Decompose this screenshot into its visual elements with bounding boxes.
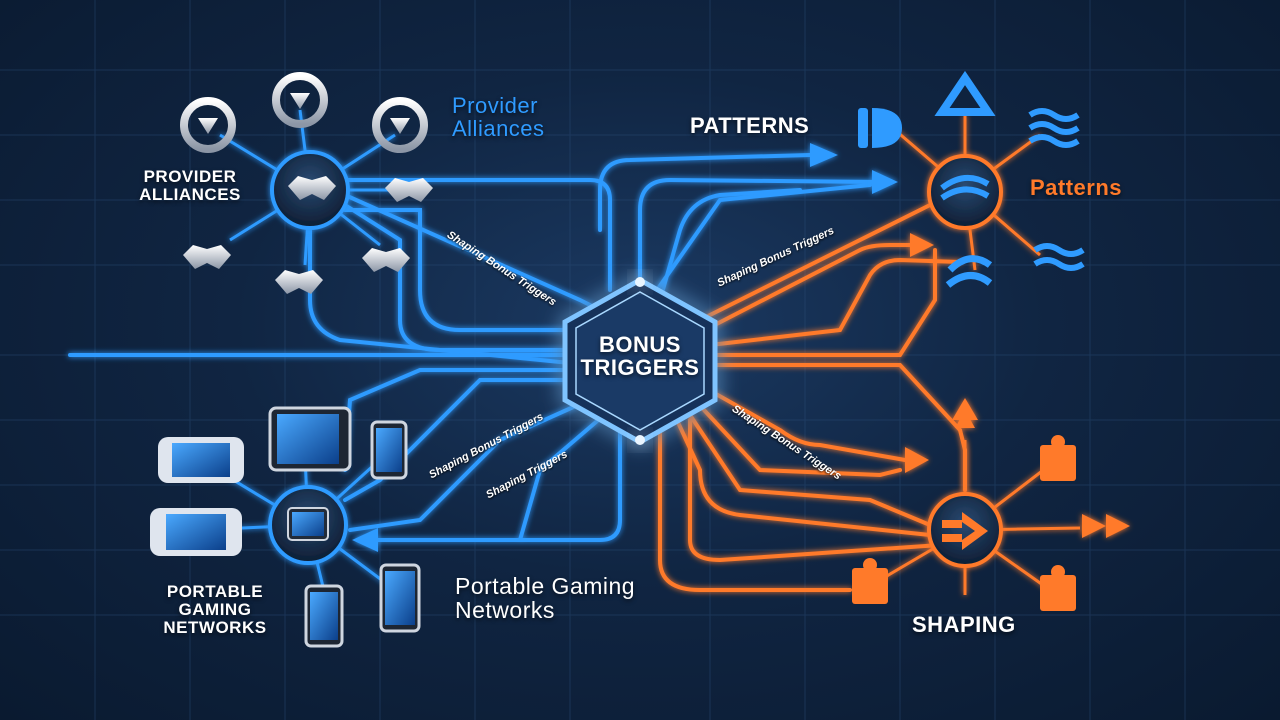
puzzle-piece-icon — [1040, 435, 1076, 481]
smartphone-icon — [379, 563, 421, 633]
patterns-label-right: Patterns — [1030, 175, 1123, 200]
provider-label-left: PROVIDER ALLIANCES — [139, 167, 241, 204]
hub-title-line2: TRIGGERS — [580, 355, 700, 381]
portable-hub — [268, 485, 348, 565]
puzzle-piece-icon — [852, 558, 888, 604]
tablet-device-icon — [268, 406, 352, 472]
handshake-icon — [362, 248, 410, 272]
handheld-console-icon — [150, 508, 242, 556]
portable-label-bottom: Portable Gaming Networks — [455, 574, 695, 622]
smartphone-icon — [370, 420, 408, 480]
provider-logo-icon — [372, 97, 428, 153]
wave-pattern-icon — [1033, 243, 1085, 271]
provider-label-top-line1: Provider — [452, 93, 538, 118]
portable-label-left: PORTABLE GAMING NETWORKS — [163, 582, 267, 637]
smartphone-icon — [304, 584, 344, 648]
handshake-icon — [288, 176, 336, 200]
handheld-console-icon — [158, 437, 244, 483]
provider-logo-icon — [180, 97, 236, 153]
hub-title: BONUS TRIGGERS — [570, 333, 710, 379]
provider-label-top: Provider Alliances — [452, 94, 582, 140]
orange-arrows — [905, 233, 1130, 538]
triangle-pattern-icon — [934, 70, 996, 116]
shaping-hub — [927, 492, 1003, 568]
puzzle-piece-icon — [1040, 565, 1076, 611]
hub-title-line1: BONUS — [599, 332, 681, 357]
handshake-icon — [385, 178, 433, 202]
blue-arrows — [352, 143, 898, 552]
pattern-stripes-icon — [858, 108, 902, 148]
provider-label-top-line2: Alliances — [452, 116, 545, 142]
handshake-icon — [183, 245, 231, 269]
wave-pattern-icon — [1028, 108, 1080, 148]
pattern-swirl-icon — [945, 255, 993, 288]
provider-logo-icon — [272, 72, 328, 128]
central-hexagon — [562, 277, 718, 445]
patterns-label-top: PATTERNS — [690, 113, 810, 138]
patterns-hub — [927, 154, 1003, 230]
handshake-icon — [275, 270, 323, 294]
portable-label-bottom-line1: Portable Gaming — [455, 573, 636, 599]
portable-label-bottom-line2: Networks — [455, 597, 555, 624]
shaping-label: SHAPING — [912, 612, 1016, 637]
